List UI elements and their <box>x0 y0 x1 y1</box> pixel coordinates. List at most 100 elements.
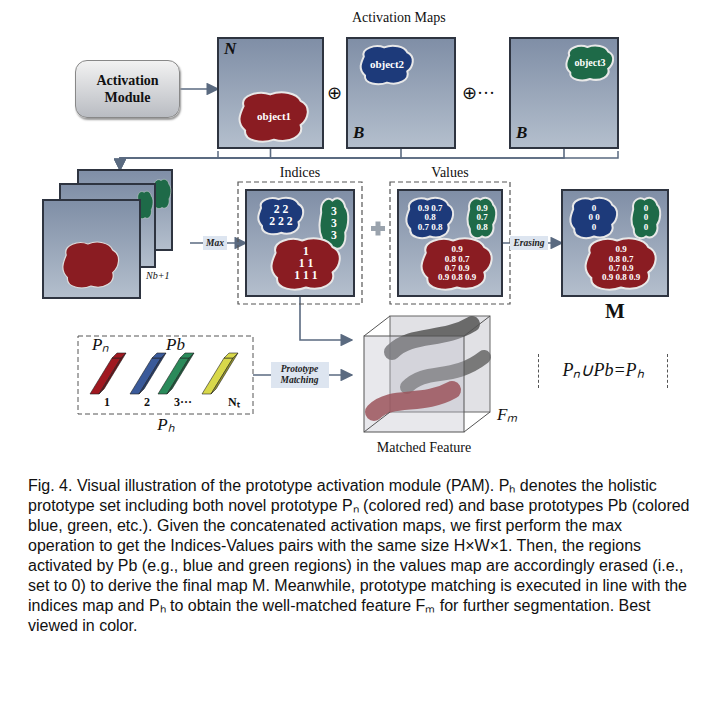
cube-edge <box>364 412 390 432</box>
label-text: 0.9 0.8 0.9 <box>602 273 640 282</box>
concat-symbol: ⊕··· <box>462 84 495 104</box>
node-blob: 0.90.70.8 <box>466 196 498 240</box>
label-text: 3 <box>331 230 337 242</box>
region-blob <box>422 238 492 289</box>
label-text: Pb <box>166 336 185 355</box>
node-blob: object3 <box>564 44 616 82</box>
edge-label: Erasing <box>510 236 547 251</box>
label-text: 0.8 <box>476 223 487 232</box>
label-text: B <box>353 124 364 143</box>
label-text: 0.9 0.7 <box>418 204 443 213</box>
label-text: 3 <box>331 218 337 230</box>
label-text: B <box>516 124 527 143</box>
label-text: 0 0 <box>588 213 599 222</box>
node-blob: 0.90.8 0.70.7 0.90.9 0.8 0.9 <box>582 236 660 292</box>
label-text: 0.9 <box>476 204 487 213</box>
region-blob <box>258 198 303 235</box>
plus-symbol <box>371 222 385 236</box>
prototype-bar <box>167 353 194 394</box>
prototype-bar <box>90 358 121 394</box>
label-text: Nb+1 <box>146 270 169 281</box>
node-dpanel: Indices2 22 2 233311 11 1 1 <box>246 190 354 296</box>
node-dpanel: Values0.9 0.70.80.7 0.80.90.70.80.90.8 0… <box>398 190 502 296</box>
node-cube: FₘMatched Feature <box>352 312 524 462</box>
dashed-group <box>78 336 253 414</box>
connector <box>300 296 352 340</box>
region-blob <box>406 198 453 238</box>
map-panel <box>510 38 618 148</box>
label-text: 1 1 <box>299 258 314 270</box>
node-blob: 2 22 2 2 <box>256 196 306 236</box>
region <box>63 242 119 288</box>
map-panel <box>347 38 455 148</box>
label-text: 2 2 <box>274 204 289 216</box>
cube-edge <box>364 316 390 336</box>
node-blob: 00 00 <box>568 196 620 240</box>
prototype-bar <box>130 358 161 394</box>
node-panel: Bobject2 <box>347 38 455 148</box>
label-text: 0 <box>592 204 597 213</box>
node-blob: 11 11 1 1 <box>268 236 344 292</box>
label-text: 0 <box>644 204 649 213</box>
label-text: object1 <box>257 111 291 123</box>
prototype-bar <box>211 353 238 394</box>
cube-face <box>364 336 464 432</box>
label-text: Matched Feature <box>377 440 471 455</box>
region-blob <box>239 92 307 141</box>
dashed-group <box>390 182 510 304</box>
label-text: Pₙ∪Pb=Pₕ <box>562 361 643 381</box>
prototype-bar <box>158 358 189 394</box>
label-text: 0 <box>592 223 597 232</box>
map-panel <box>398 190 502 296</box>
label-text: 3··· <box>174 396 192 409</box>
label-text: Nₜ <box>228 396 240 409</box>
label-text: 0.9 <box>615 245 626 254</box>
label-text: 1 <box>104 396 110 409</box>
region <box>63 242 119 288</box>
label-text: Activation Module <box>84 72 171 107</box>
label-text: 1 <box>303 246 309 258</box>
concat-symbol: ⊕ <box>327 84 342 104</box>
label-text: 0 <box>644 213 649 222</box>
node-blob: object1 <box>236 90 312 144</box>
node-panel: Bobject3 <box>510 38 618 148</box>
connector <box>180 88 218 90</box>
label-text: Values <box>431 165 468 180</box>
map-panel <box>562 190 668 296</box>
feature-cube <box>364 316 490 432</box>
label-text: 0 <box>644 223 649 232</box>
merge-bracket <box>218 151 618 158</box>
label-text: 2 2 2 <box>269 216 292 228</box>
prototype-bar <box>224 353 238 358</box>
label-text: 1 1 1 <box>294 270 317 282</box>
label-text: object2 <box>370 59 404 71</box>
edge-label: Max <box>203 236 227 251</box>
cube-edge <box>464 316 490 336</box>
label-text: Pₙ <box>92 336 109 355</box>
label-text: Pₕ <box>157 416 174 435</box>
label-text: 0.8 0.7 <box>445 255 470 264</box>
label-text: 0.7 0.9 <box>445 264 470 273</box>
label-text: 0.7 <box>476 213 487 222</box>
node-panel: M00 000000.90.8 0.70.7 0.90.9 0.8 0.9 <box>562 190 668 296</box>
connector <box>120 148 271 170</box>
region-blob <box>271 238 339 289</box>
region-blob <box>570 198 617 238</box>
region-blob <box>566 46 613 81</box>
label-text: M <box>605 300 625 323</box>
region-blob <box>631 198 660 238</box>
label-text: 0.7 0.8 <box>418 223 443 232</box>
cube-edge <box>464 412 490 432</box>
node-mod: Activation Module <box>75 60 180 118</box>
map-panel <box>218 38 323 148</box>
prototype-bar <box>152 353 166 358</box>
node-panel: Nobject1 <box>218 38 323 148</box>
label-text: Fₘ <box>497 406 517 425</box>
figure-caption: Fig. 4. Visual illustration of the proto… <box>28 476 690 636</box>
connector <box>120 148 564 170</box>
connector <box>120 148 401 170</box>
region-blob <box>586 238 656 289</box>
region-blob <box>361 46 413 84</box>
map-panel <box>43 200 140 298</box>
label-text: 0.8 <box>424 213 435 222</box>
